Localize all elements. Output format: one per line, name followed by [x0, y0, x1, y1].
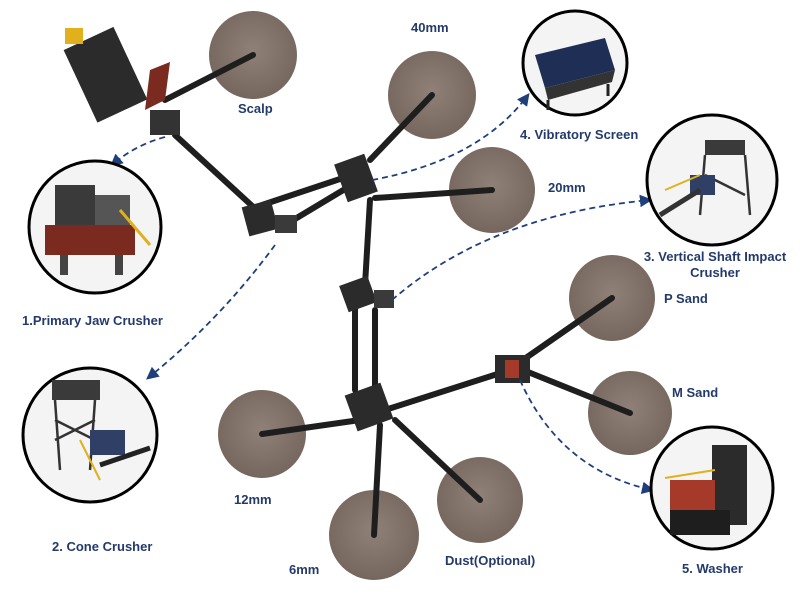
cone-crusher-machine — [241, 199, 297, 237]
label-12mm: 12mm — [234, 492, 272, 507]
inset-vsi-crusher — [645, 113, 779, 247]
conveyor-12mm — [259, 417, 363, 437]
arrow-to-cone-inset — [146, 244, 276, 380]
conveyor-20mm — [372, 187, 495, 201]
screen-one-machine — [334, 153, 378, 203]
arrow-to-washer-inset — [519, 379, 655, 495]
vsi-crusher-icon — [658, 140, 752, 218]
conveyor-m-sand — [525, 369, 633, 416]
label-scalp: Scalp — [238, 101, 273, 116]
vsi-machine — [339, 275, 394, 313]
label-6mm: 6mm — [289, 562, 320, 577]
conveyor-dust — [392, 417, 483, 503]
arrow-to-vsi-inset — [391, 194, 653, 301]
conveyor-screen1-down — [362, 197, 373, 288]
arrow-to-screen-inset — [371, 92, 530, 181]
arrow-to-jaw-inset — [110, 136, 166, 167]
vibratory-screen-icon — [535, 38, 615, 110]
cone-crusher-icon — [52, 380, 151, 481]
conveyor-cone-to-screen1 — [259, 172, 355, 208]
label-p-sand: P Sand — [664, 291, 708, 306]
inset-jaw-crusher — [27, 159, 163, 295]
sand-washer-icon — [664, 445, 747, 535]
inset-vibratory-screen — [521, 9, 629, 117]
conveyor-6mm — [371, 422, 383, 538]
label-cone-crusher: 2. Cone Crusher — [52, 539, 153, 554]
label-20mm: 20mm — [548, 180, 586, 195]
label-washer: 5. Washer — [682, 561, 743, 576]
conveyor-p-sand — [517, 295, 615, 365]
label-40mm: 40mm — [411, 20, 449, 35]
jaw-crusher-icon — [45, 185, 152, 275]
label-vsi-line2: Crusher — [690, 265, 740, 280]
label-m-sand: M Sand — [672, 385, 719, 400]
jaw-crusher-machine — [63, 26, 180, 135]
conveyor-scalp — [162, 52, 256, 103]
screen-two-machine — [344, 382, 394, 432]
conveyor-network — [162, 52, 633, 538]
label-vibratory-screen: 4. Vibratory Screen — [520, 127, 639, 142]
label-vsi-line1: 3. Vertical Shaft Impact — [643, 249, 787, 264]
label-dust: Dust(Optional) — [445, 553, 536, 568]
label-vsi-crusher: 3. Vertical Shaft Impact Crusher — [635, 249, 795, 281]
inset-cone-crusher — [21, 366, 159, 504]
label-primary-jaw-crusher: 1.Primary Jaw Crusher — [22, 313, 163, 328]
conveyor-to-washer — [382, 367, 513, 413]
conveyor-40mm — [367, 92, 435, 163]
washer-machine — [495, 355, 530, 383]
callout-arrows — [110, 92, 655, 495]
inset-washer — [649, 425, 775, 551]
conveyor-jaw-to-cone — [172, 132, 265, 218]
